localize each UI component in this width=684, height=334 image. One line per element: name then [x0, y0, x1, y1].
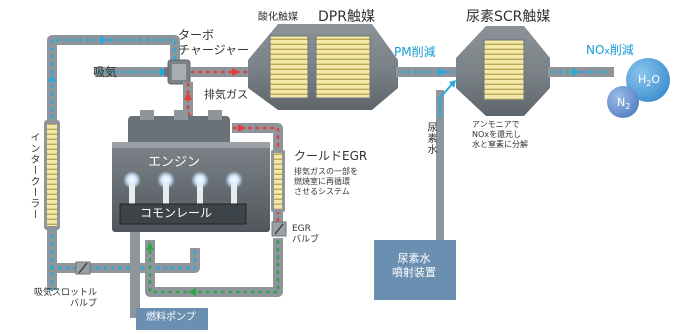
- urea-injector-label: 尿素水 噴射装置: [392, 252, 436, 279]
- engine-label: エンジン: [148, 155, 201, 170]
- cooled-egr-title: クールドEGR: [294, 149, 368, 163]
- common-rail-label: コモンレール: [140, 206, 213, 220]
- intercooler: [44, 120, 60, 230]
- cooled-egr-desc: 排気ガスの一部を 燃焼室に再循環 させるシステム: [294, 167, 358, 196]
- oxidation-catalyst-core: [269, 35, 309, 99]
- turbo-label: ターボ チャージャー: [178, 28, 250, 57]
- n2-label: N2: [617, 97, 630, 111]
- turbocharger: [164, 59, 191, 85]
- egr-valve: [271, 221, 287, 237]
- urea-scr-catalyst-label: 尿素SCR触媒: [466, 9, 551, 25]
- n2-bubble: [607, 86, 639, 118]
- nox-reduction-label: NOx削減: [586, 44, 634, 57]
- intercooler-label: インタークーラー: [28, 132, 39, 220]
- scr-catalyst-core: [483, 39, 525, 101]
- h2o-bubble: [626, 58, 670, 102]
- scr-housing: [456, 26, 550, 116]
- urea-injector-box: [374, 240, 456, 300]
- nox-reduction-main: NO: [586, 43, 605, 57]
- urea-line: [436, 80, 456, 242]
- pm-reduction-label: PM削減: [394, 45, 436, 59]
- egr-valve-label: EGR バルブ: [292, 224, 320, 246]
- outlet-pipe: [548, 67, 614, 77]
- dpr-catalyst-label: DPR触媒: [318, 9, 375, 25]
- n2-main: N: [617, 96, 626, 109]
- h2o-label: H2O: [638, 74, 660, 88]
- fuel-injectors: [123, 171, 243, 205]
- throttle-valve-label: 吸気スロットル バルブ: [34, 288, 98, 310]
- h2o-main: H: [638, 73, 647, 86]
- engine-block: [112, 110, 270, 232]
- scr-note-label: アンモニアで NOxを還元し 水と窒素に分解: [472, 120, 528, 149]
- dpr-housing: [248, 24, 398, 110]
- urea-water-vertical-label: 尿素水: [425, 122, 436, 155]
- dpr-catalyst-core: [315, 35, 371, 99]
- mid-pipe: [396, 67, 458, 77]
- fuel-flow-dots: [148, 238, 280, 294]
- oxidation-catalyst-label: 酸化触媒: [258, 12, 298, 23]
- fuel-arrows: [146, 242, 196, 296]
- fuel-pump-box: [136, 308, 208, 330]
- throttle-valve: [75, 261, 91, 275]
- egr-cooler: [271, 150, 285, 212]
- h2o-tail: O: [651, 73, 661, 86]
- exhaust-gas-label: 排気ガス: [204, 88, 248, 101]
- n2-sub: 2: [625, 102, 631, 112]
- intake-air-label: 吸気: [93, 65, 118, 79]
- common-rail: [119, 203, 247, 225]
- h2o-sub: 2: [646, 79, 652, 89]
- nox-reduction-sub: x: [604, 47, 610, 57]
- fuel-pump-label: 燃料ポンプ: [146, 312, 196, 323]
- nox-reduction-tail: 削減: [609, 43, 634, 57]
